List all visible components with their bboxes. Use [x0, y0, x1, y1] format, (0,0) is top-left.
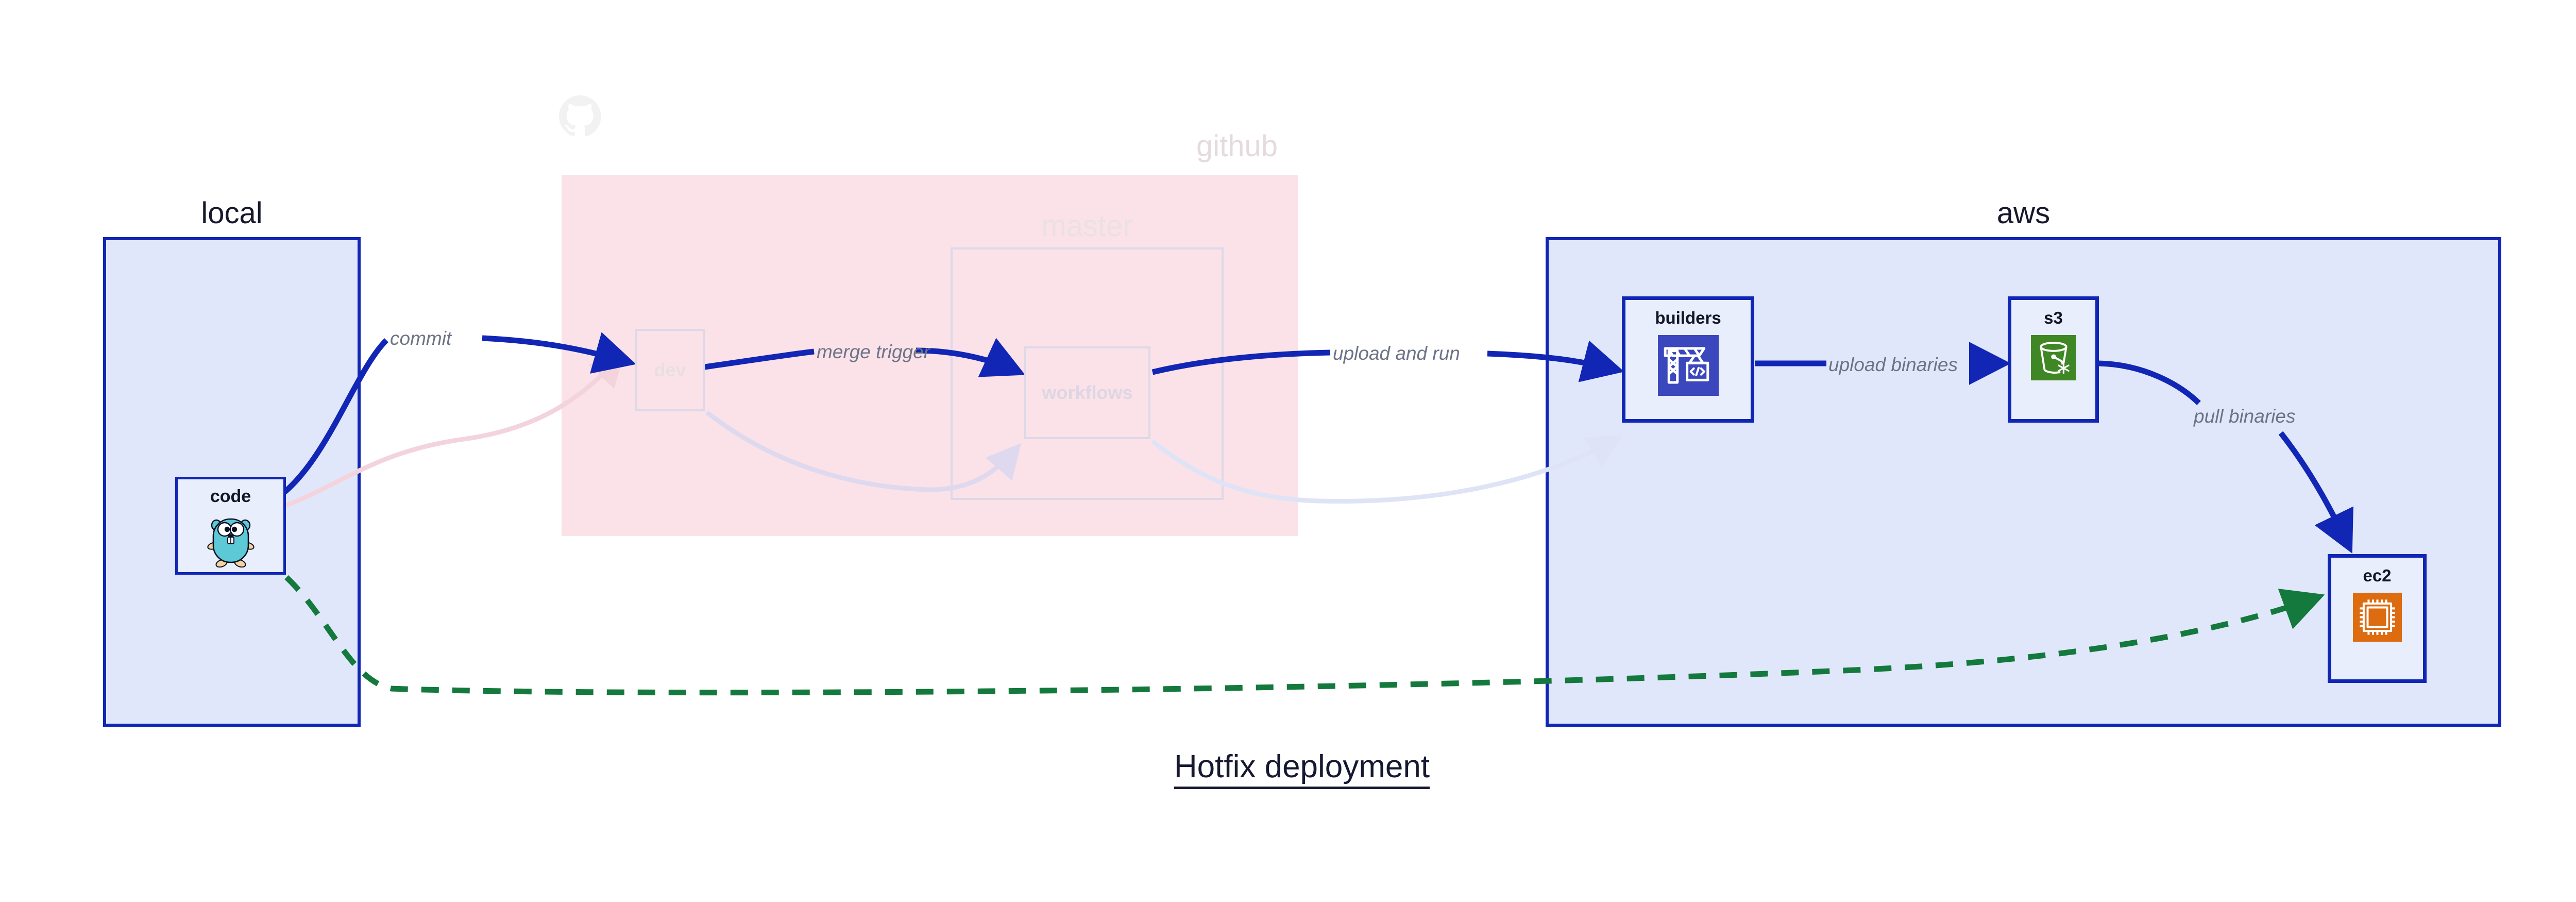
node-ec2-label: ec2 [2363, 566, 2392, 585]
node-dev-label: dev [654, 359, 686, 380]
node-workflows[interactable]: workflows [1024, 346, 1150, 439]
edge-label-pull-binaries: pull binaries [2194, 406, 2296, 427]
go-gopher-icon [207, 514, 255, 568]
node-s3-label: s3 [2044, 308, 2063, 327]
node-builders-label: builders [1655, 308, 1721, 327]
diagram-title-text: Hotfix deployment [1174, 749, 1430, 789]
group-label-master: master [1041, 209, 1133, 243]
edge-label-merge-trigger: merge trigger [817, 341, 930, 362]
node-s3[interactable]: s3 [2008, 296, 2099, 423]
node-builders[interactable]: builders [1622, 296, 1754, 423]
edge-label-upload-binaries: upload binaries [1828, 354, 1958, 375]
node-code[interactable]: code [175, 477, 286, 575]
group-label-aws: aws [1996, 196, 2050, 230]
aws-codebuild-icon [1657, 335, 1719, 396]
aws-s3-bucket-icon [2030, 335, 2076, 380]
group-label-local: local [201, 196, 263, 230]
node-dev[interactable]: dev [635, 329, 705, 411]
node-ec2[interactable]: ec2 [2328, 554, 2427, 683]
node-code-label: code [210, 487, 251, 506]
group-label-github: github [1196, 129, 1278, 163]
aws-ec2-chip-icon [2352, 593, 2402, 642]
diagram-title: Hotfix deployment [0, 748, 2576, 789]
octocat-icon [559, 95, 601, 137]
edge-label-upload-and-run: upload and run [1333, 343, 1460, 364]
edge-label-commit: commit [390, 328, 452, 349]
node-workflows-label: workflows [1042, 382, 1133, 403]
